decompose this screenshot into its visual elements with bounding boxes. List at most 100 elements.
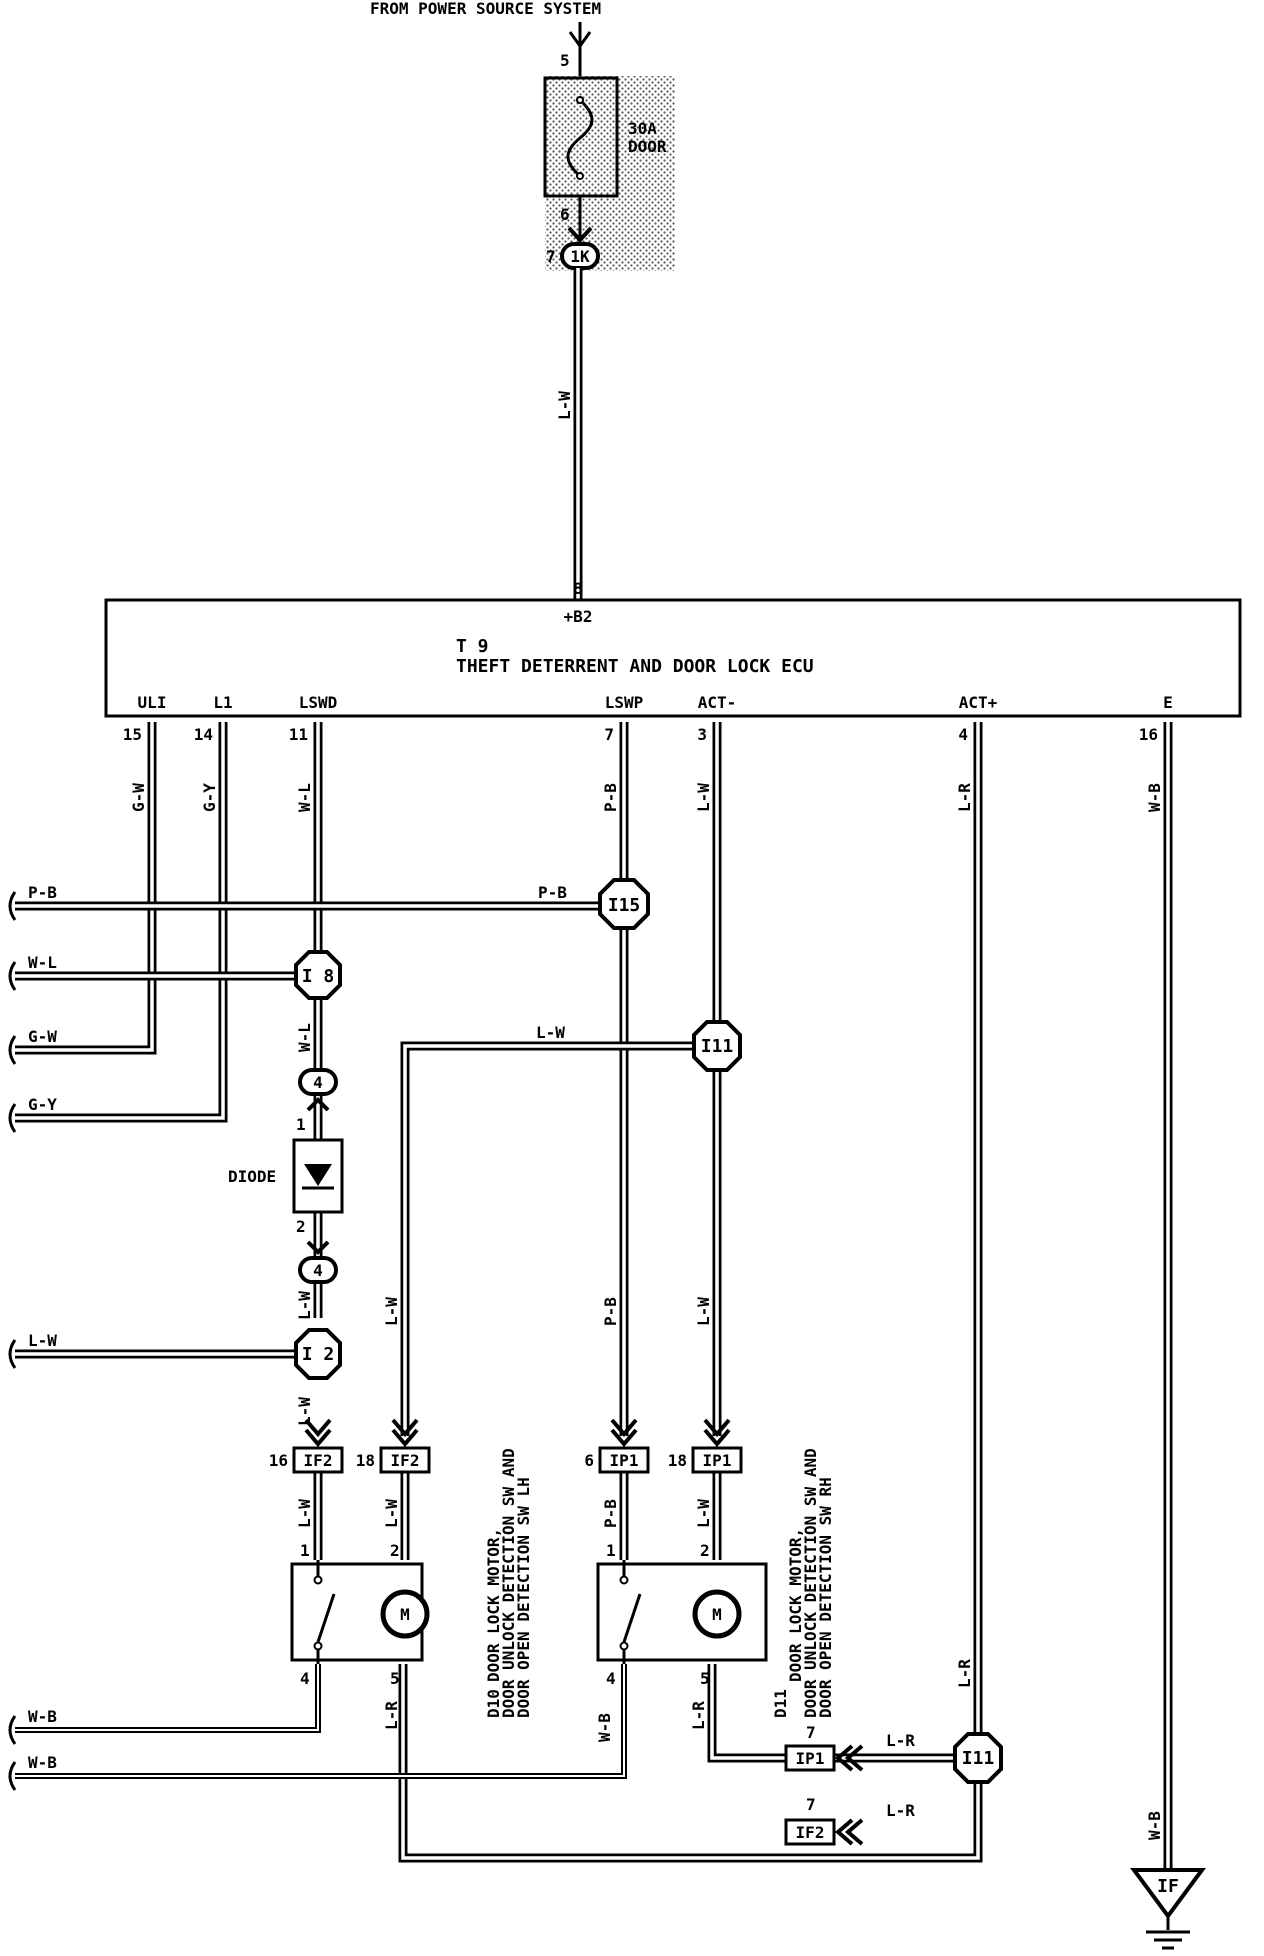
connector-if2-18-pin: 18	[356, 1451, 375, 1470]
switch-ground-leads	[15, 1664, 627, 1779]
d10-pin-4: 4	[300, 1669, 310, 1688]
junction-i2: I 2	[294, 1328, 342, 1380]
connector-if2-18-label: IF2	[391, 1451, 420, 1470]
d10-pin-2: 2	[390, 1541, 400, 1560]
junction-i8: I 8	[294, 950, 342, 1000]
diode-connector-top-label: 4	[313, 1073, 323, 1092]
wire-label-pb-d11-b: P-B	[601, 1499, 620, 1528]
left-wire-gy: G-Y	[28, 1095, 57, 1114]
connector-ip1-7-arrow-icon	[834, 1744, 864, 1772]
terminal-uli-pin: 15	[123, 725, 142, 744]
wire-label-gw: G-W	[129, 783, 148, 812]
left-wire-lw: L-W	[28, 1331, 57, 1350]
wire-label-gy: G-Y	[200, 783, 219, 812]
fuse-rating: 30A	[628, 119, 657, 138]
wire-label-lw-d11: L-W	[694, 1297, 713, 1326]
diode-label: DIODE	[228, 1167, 276, 1186]
junction-i11-upper: I11	[692, 1020, 742, 1072]
fuse-connector-arrow-icon	[567, 226, 593, 243]
junction-i8-label: I 8	[302, 966, 335, 987]
terminal-e-label: E	[1163, 693, 1173, 712]
wire-label-lr-d10: L-R	[382, 1701, 401, 1730]
connector-ip1-18	[691, 1446, 743, 1474]
diode-connector-bottom-label: 4	[313, 1261, 323, 1280]
diode-connector-bottom-arrow-icon	[306, 1240, 330, 1255]
d11-pin-5: 5	[700, 1669, 710, 1688]
d10-line-1: DOOR LOCK MOTOR,	[484, 1528, 503, 1682]
d10-pin-5: 5	[390, 1669, 400, 1688]
connector-ip1-7	[784, 1744, 836, 1772]
d11-switch-icon	[619, 1560, 642, 1664]
connector-if2-16-pin: 16	[269, 1451, 288, 1470]
left-wire-pb: P-B	[28, 883, 57, 902]
fuse-pin-top: 5	[560, 51, 570, 70]
diode-pin-top: 1	[296, 1115, 306, 1134]
diode-box	[292, 1138, 344, 1214]
connector-1k-pin: 7	[546, 247, 556, 266]
d11-motor-label: M	[712, 1605, 722, 1624]
connector-ip1-6-label: IP1	[610, 1451, 639, 1470]
ecu-name: THEFT DETERRENT AND DOOR LOCK ECU	[456, 656, 814, 677]
wire-label-lr-to-ip1: L-R	[886, 1731, 915, 1750]
wire-label-wb-d11: W-B	[595, 1713, 614, 1742]
diode-connector-top	[298, 1068, 338, 1096]
fuse-terminal-bottom	[576, 172, 584, 180]
junction-i11-lower: I11	[953, 1732, 1003, 1784]
d10-line-2: DOOR UNLOCK DETECTION SW AND	[499, 1448, 518, 1718]
d11-pin-1: 1	[606, 1541, 616, 1560]
wire-label-lr-to-if2: L-R	[886, 1801, 915, 1820]
connector-ip1-7-label: IP1	[796, 1749, 825, 1768]
wire-label-power: L-W	[555, 391, 574, 420]
terminal-act-plus-pin: 4	[958, 725, 968, 744]
terminal-e-pin: 16	[1139, 725, 1158, 744]
d11-line-1: DOOR LOCK MOTOR,	[786, 1528, 805, 1682]
connector-if2-16	[292, 1446, 344, 1474]
connector-ip1-18-pin: 18	[668, 1451, 687, 1470]
wire-label-wl-below-i8: W-L	[295, 1023, 314, 1052]
d10-motor-label: M	[400, 1605, 410, 1624]
ecu-power-pin: 8	[573, 579, 583, 598]
connector-1k-label: 1K	[570, 247, 590, 266]
wire-break-marks	[8, 891, 17, 1791]
ecu-power-terminal: +B2	[564, 607, 593, 626]
d10-code: D10	[484, 1689, 503, 1718]
terminal-lswd-label: LSWD	[299, 693, 338, 712]
wire-label-lr: L-R	[955, 783, 974, 812]
fuse-terminal-top	[576, 96, 584, 104]
power-arrow-icon	[568, 22, 592, 78]
connector-if2-7-label: IF2	[796, 1823, 825, 1842]
left-wire-wb2: W-B	[28, 1753, 57, 1772]
wire-label-lw-below-i2: L-W	[295, 1397, 314, 1426]
junction-i11-upper-label: I11	[701, 1036, 734, 1057]
fuse-pin-bottom: 6	[560, 205, 570, 224]
junction-i15: I15	[598, 878, 650, 930]
wire-label-lr-d11: L-R	[689, 1701, 708, 1730]
fuse-name: DOOR	[628, 137, 667, 156]
wire-label-wb-ground: W-B	[1145, 1811, 1164, 1840]
fuse-icon	[566, 98, 594, 178]
diode-pin-bottom: 2	[296, 1217, 306, 1236]
d11-pin-4: 4	[606, 1669, 616, 1688]
d10-pin-1: 1	[300, 1541, 310, 1560]
wire-label-wb: W-B	[1145, 783, 1164, 812]
ground-label: IF	[1157, 1876, 1179, 1897]
terminal-lswd-pin: 11	[289, 725, 308, 744]
connector-ip1-18-label: IP1	[703, 1451, 732, 1470]
junction-i15-label: I15	[608, 895, 641, 916]
terminal-act-minus-label: ACT-	[698, 693, 737, 712]
wire-label-lw-d10-motor-b: L-W	[382, 1499, 401, 1528]
connector-if2-7-pin: 7	[806, 1795, 816, 1814]
connector-ip1-6-pin: 6	[584, 1451, 594, 1470]
d11-motor-icon: M	[692, 1589, 742, 1639]
d11-line-2: DOOR UNLOCK DETECTION SW AND	[801, 1448, 820, 1718]
connector-if2-7-arrow-icon	[834, 1818, 864, 1846]
d10-switch-icon	[313, 1560, 336, 1664]
d11-line-3: DOOR OPEN DETECTION SW RH	[816, 1477, 835, 1718]
wire-label-lw-i11: L-W	[536, 1023, 565, 1042]
connector-if2-18	[379, 1446, 431, 1474]
wire-network	[15, 268, 1173, 1870]
terminal-act-minus-pin: 3	[697, 725, 707, 744]
junction-i11-lower-label: I11	[962, 1748, 995, 1769]
ecu-code: T 9	[456, 636, 489, 657]
